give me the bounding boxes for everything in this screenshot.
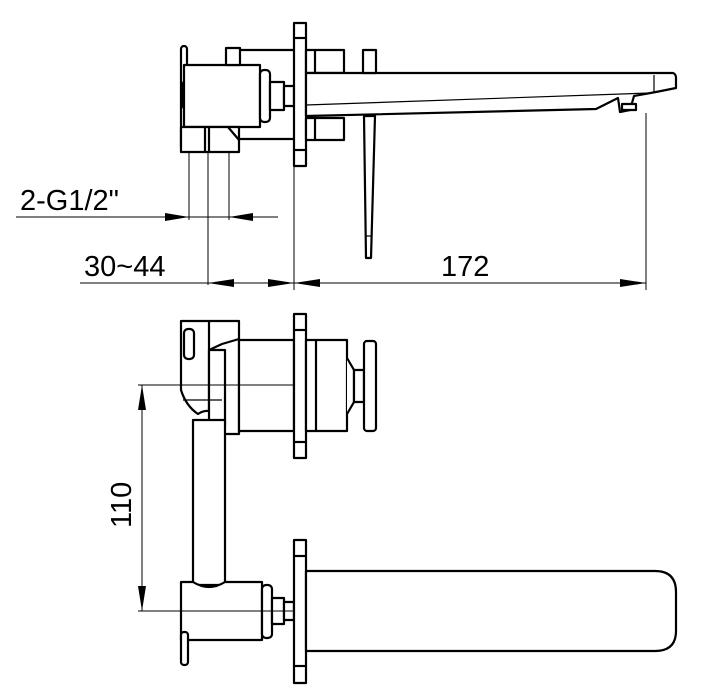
hex-nut bbox=[258, 68, 272, 124]
valve-top-cap bbox=[224, 46, 242, 67]
lever-blade bbox=[362, 114, 377, 260]
handle-knob bbox=[362, 339, 378, 433]
connector bbox=[268, 80, 286, 112]
side-view-dimensions: 2-G1/2" 30~44 172 bbox=[16, 113, 647, 290]
top-view-dimensions: 110 bbox=[106, 384, 294, 612]
spout-lever bbox=[361, 48, 378, 75]
riser-pipe bbox=[191, 418, 227, 587]
wall-flange bbox=[292, 21, 308, 168]
dimension-connection-label: 2-G1/2" bbox=[20, 185, 119, 217]
spout bbox=[304, 71, 678, 118]
dimension-centre-label: 110 bbox=[106, 482, 138, 528]
valve-body bbox=[182, 63, 262, 129]
top-view bbox=[179, 312, 678, 685]
spout-top-view bbox=[304, 569, 678, 653]
top-flange-upper bbox=[292, 312, 308, 460]
dimension-spout-label: 172 bbox=[441, 251, 489, 283]
dimension-wall-depth-label: 30~44 bbox=[84, 251, 165, 283]
lower-lever bbox=[179, 630, 190, 667]
top-flange-lower bbox=[292, 538, 308, 685]
side-view bbox=[179, 21, 678, 260]
